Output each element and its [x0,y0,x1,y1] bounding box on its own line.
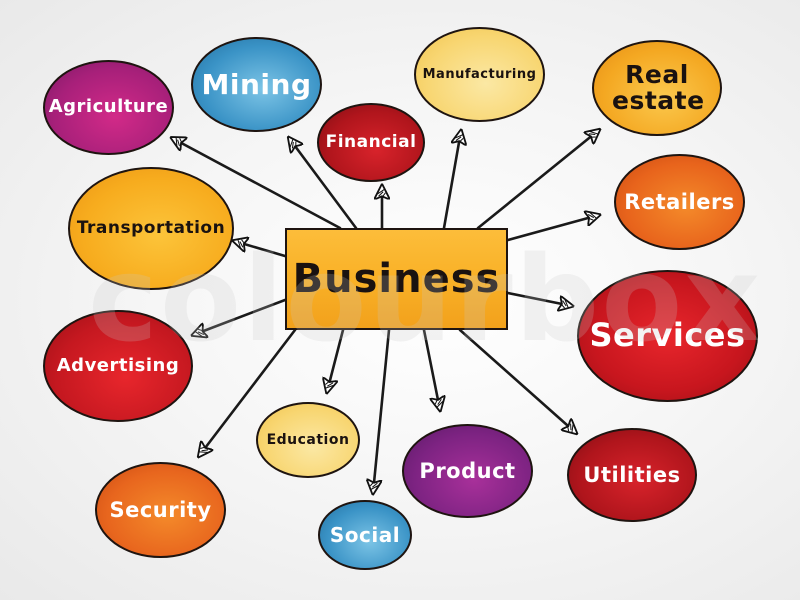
node-label: Advertising [56,354,180,376]
arrow-to-product [422,328,440,410]
node-services[interactable]: Services [577,270,758,402]
node-label: Product [419,458,516,483]
node-transportation[interactable]: Transportation [68,167,234,290]
arrow-to-transportation [234,241,287,258]
node-label: Services [589,316,746,355]
arrow-to-manufacturing [442,131,461,230]
node-label: Social [329,522,401,547]
arrow-to-social [373,328,391,493]
arrow-to-agriculture [172,138,342,230]
node-agriculture[interactable]: Agriculture [43,60,174,155]
arrow-to-utilities [458,328,576,433]
node-utilities[interactable]: Utilities [567,428,697,522]
node-label: Agriculture [48,96,169,118]
arrow-to-services [506,291,572,306]
node-mining[interactable]: Mining [191,37,322,132]
node-label: Education [266,431,350,448]
arrow-to-advertising [193,298,287,335]
node-real-estate[interactable]: Real estate [592,40,722,136]
node-manufacturing[interactable]: Manufacturing [414,27,545,122]
node-label: Real estate [612,59,705,115]
node-retailers[interactable]: Retailers [614,154,745,250]
node-product[interactable]: Product [402,424,533,518]
node-social[interactable]: Social [318,500,412,570]
node-label: Utilities [583,462,681,487]
node-label: Transportation [76,217,226,238]
node-advertising[interactable]: Advertising [43,310,193,422]
arrow-to-security [199,328,297,456]
center-node-business[interactable]: Business [285,228,508,330]
node-security[interactable]: Security [95,462,226,558]
center-node-label: Business [292,256,501,302]
arrow-to-mining [289,138,358,230]
node-label: Financial [325,131,417,152]
arrow-to-education [327,328,345,392]
node-financial[interactable]: Financial [317,103,425,182]
node-label: Security [109,497,212,522]
node-label: Retailers [624,189,735,214]
node-education[interactable]: Education [256,402,360,478]
node-label: Manufacturing [422,66,537,82]
arrow-to-real-estate [476,130,599,230]
node-label: Mining [201,67,312,101]
arrow-to-retailers [506,215,599,242]
